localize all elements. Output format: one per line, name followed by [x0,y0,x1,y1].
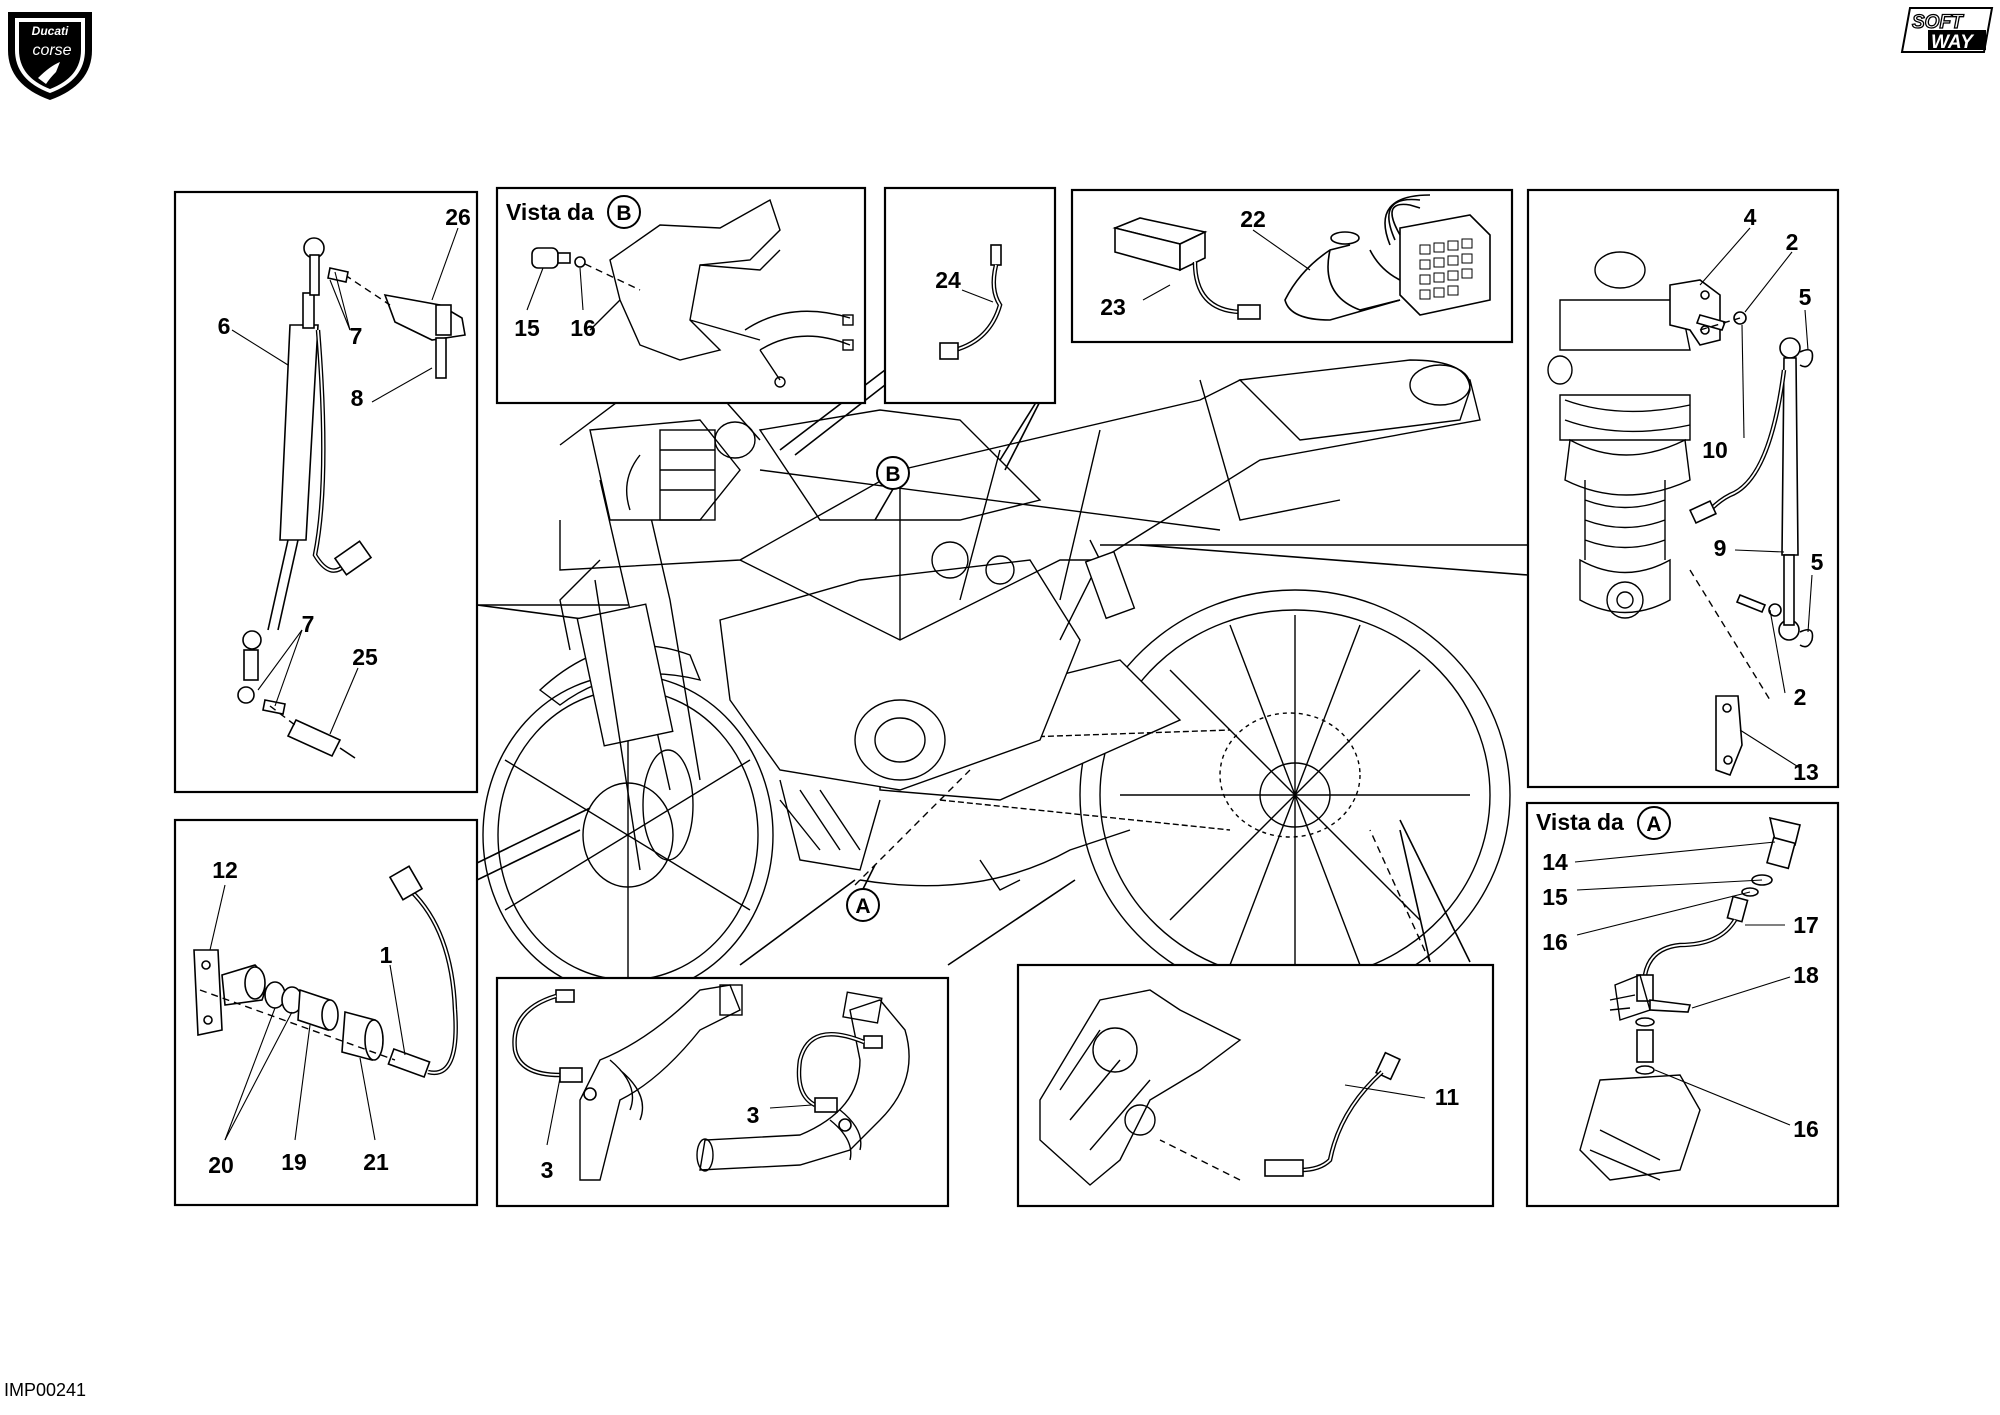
view-b-marker: B [874,456,910,521]
ducati-corse-logo: Ducati corse [8,12,92,100]
callout-24: 24 [935,267,961,293]
callout-7-bottom: 7 [302,611,315,637]
softway-logo: SOFT WAY [1900,7,1994,53]
callout-25: 25 [352,644,378,670]
callout-16-vista-b: 16 [570,315,596,341]
callout-5-top: 5 [1799,284,1812,310]
callout-1: 1 [380,942,393,968]
callout-23: 23 [1100,294,1126,320]
callout-22: 22 [1240,206,1266,232]
callout-13: 13 [1793,759,1819,785]
vista-b-label: Vista da [506,199,594,225]
view-a-marker: A [846,864,880,922]
logo-soft-text: SOFT [1912,12,1964,33]
panel-vista-b: Vista da B 15 16 [495,186,867,405]
callout-4: 4 [1744,204,1757,230]
callout-16-bottom: 16 [1793,1116,1819,1142]
logo-ducati-text: Ducati [32,24,69,38]
panel-front-sensor: 12 1 20 19 21 [173,818,479,1207]
panel-connector-22-23: 22 23 [1070,188,1514,344]
panel-vista-a: Vista da A 14 15 16 17 18 1 [1525,801,1840,1208]
callout-6: 6 [218,313,231,339]
callout-21: 21 [363,1149,389,1175]
marker-a-letter: A [855,895,870,918]
panel-leader-lines [476,369,1529,966]
panel-rear-shock: 4 2 5 10 9 5 2 13 [1526,188,1840,789]
callout-12: 12 [212,857,238,883]
logo-corse-text: corse [32,42,71,59]
logo-way-text: WAY [1931,32,1975,53]
callout-20: 20 [208,1152,234,1178]
panel-lambda-sensors: 3 3 [495,976,950,1208]
drawing-code: IMP00241 [4,1380,87,1400]
panel-sensor-24: 24 [883,186,1057,405]
marker-b-letter: B [885,463,900,486]
callout-8: 8 [351,385,364,411]
callout-18: 18 [1793,962,1819,988]
vista-a-letter: A [1646,813,1661,836]
callout-15-vista-a: 15 [1542,884,1568,910]
callout-10: 10 [1702,437,1728,463]
callout-3-left: 3 [541,1157,554,1183]
callout-17: 17 [1793,912,1819,938]
callout-7-top: 7 [350,323,363,349]
vista-a-label: Vista da [1536,809,1624,835]
callout-15-vista-b: 15 [514,315,540,341]
callout-2-top: 2 [1786,229,1799,255]
callout-16-vista-a: 16 [1542,929,1568,955]
callout-9: 9 [1714,535,1727,561]
vista-b-letter: B [616,202,631,225]
callout-5-bottom: 5 [1811,549,1824,575]
callout-19: 19 [281,1149,307,1175]
motorcycle-illustration [482,359,1511,1001]
callout-3-right: 3 [747,1102,760,1128]
panel-rear-wheel-sensor: 11 [1016,963,1495,1208]
callout-2-bottom: 2 [1794,684,1807,710]
callout-11: 11 [1435,1084,1460,1110]
panel-shock-sensor-left: 26 6 7 8 7 25 [173,190,479,794]
callout-14: 14 [1542,849,1568,875]
callout-26: 26 [445,204,471,230]
